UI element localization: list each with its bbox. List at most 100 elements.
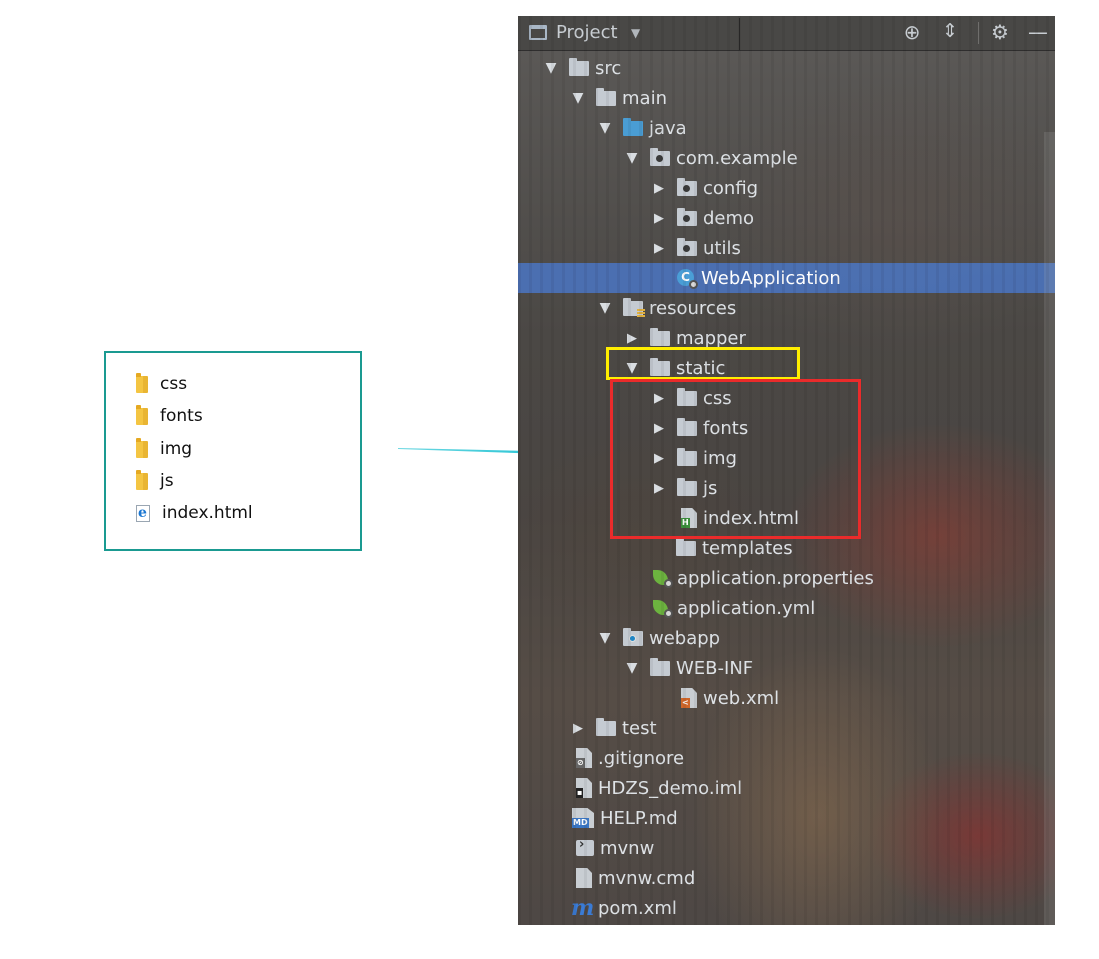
tree-node-web-xml[interactable]: < web.xml — [518, 683, 1055, 713]
folder-icon — [569, 57, 589, 76]
package-icon — [677, 177, 697, 196]
tree-node-templates[interactable]: templates — [518, 533, 1055, 563]
folder-icon — [136, 404, 148, 425]
chevron-down-icon[interactable]: ▼ — [626, 150, 638, 166]
tree-node-static[interactable]: ▼ static — [518, 353, 1055, 383]
tree-node-java[interactable]: ▼ java — [518, 113, 1055, 143]
tree-node-fonts[interactable]: ▶ fonts — [518, 413, 1055, 443]
header-divider — [739, 18, 740, 50]
tree-node-mapper[interactable]: ▶ mapper — [518, 323, 1055, 353]
chevron-right-icon[interactable]: ▶ — [627, 330, 637, 346]
chevron-right-icon[interactable]: ▶ — [573, 720, 583, 736]
target-icon[interactable]: ⊕ — [903, 20, 921, 44]
explorer-item-img[interactable]: img — [136, 437, 192, 461]
tree-node-index-html[interactable]: H index.html — [518, 503, 1055, 533]
project-panel-header: Project ▼ ⊕ ⇕ ⚙ — — [518, 16, 1055, 51]
project-window-icon — [529, 25, 547, 40]
tree-node-label: utils — [703, 237, 741, 259]
tree-node-hdzs-demo-iml[interactable]: ▪ HDZS_demo.iml — [518, 773, 1055, 803]
chevron-right-icon[interactable]: ▶ — [654, 480, 664, 496]
tree-node-label: config — [703, 177, 759, 199]
gitignore-file-icon: ⊘ — [576, 748, 592, 768]
collapse-icon[interactable]: ⇕ — [942, 20, 958, 42]
tree-node-label: .gitignore — [598, 747, 685, 769]
tree-node-webapplication[interactable]: C WebApplication — [518, 263, 1055, 293]
explorer-item-fonts[interactable]: fonts — [136, 404, 203, 428]
tree-node-application-yml[interactable]: application.yml — [518, 593, 1055, 623]
tree-node-label: web.xml — [703, 687, 780, 709]
maven-icon: m — [571, 895, 595, 921]
chevron-down-icon[interactable]: ▼ — [599, 630, 611, 646]
chevron-down-icon[interactable]: ▼ — [631, 26, 641, 40]
tree-node-img[interactable]: ▶ img — [518, 443, 1055, 473]
chevron-right-icon[interactable]: ▶ — [654, 180, 664, 196]
tree-node-test[interactable]: ▶ test — [518, 713, 1055, 743]
static-contents-highlight — [610, 379, 861, 539]
iml-file-icon: ▪ — [576, 778, 592, 798]
chevron-right-icon[interactable]: ▶ — [654, 240, 664, 256]
tree-node-label: HELP.md — [600, 807, 678, 829]
xml-file-icon: < — [681, 688, 697, 708]
vertical-scrollbar[interactable] — [1044, 132, 1055, 925]
tree-node-label: WEB-INF — [676, 657, 754, 679]
tree-node-mvnw-cmd[interactable]: mvnw.cmd — [518, 863, 1055, 893]
chevron-right-icon[interactable]: ▶ — [654, 390, 664, 406]
tree-node-mvnw[interactable]: › mvnw — [518, 833, 1055, 863]
chevron-down-icon[interactable]: ▼ — [626, 360, 638, 376]
tree-node-label: webapp — [649, 627, 721, 649]
chevron-right-icon[interactable]: ▶ — [654, 450, 664, 466]
chevron-down-icon[interactable]: ▼ — [599, 300, 611, 316]
explorer-item-css[interactable]: css — [136, 372, 187, 396]
terminal-file-icon: › — [576, 837, 594, 856]
tree-node-src[interactable]: ▼ src — [518, 53, 1055, 83]
tree-node-demo[interactable]: ▶ demo — [518, 203, 1055, 233]
explorer-item-label: img — [160, 439, 193, 459]
tree-node-help-md[interactable]: MD HELP.md — [518, 803, 1055, 833]
tree-node-label: java — [649, 117, 687, 139]
chevron-right-icon[interactable]: ▶ — [654, 420, 664, 436]
resources-folder-icon — [623, 297, 645, 318]
explorer-item-label: index.html — [162, 503, 253, 523]
tree-node-gitignore[interactable]: ⊘ .gitignore — [518, 743, 1055, 773]
explorer-item-js[interactable]: js — [136, 469, 174, 493]
explorer-file-list: css fonts img js e index.html — [104, 351, 362, 551]
tree-node-js[interactable]: ▶ js — [518, 473, 1055, 503]
tree-node-label: application.yml — [677, 597, 816, 619]
tree-node-main[interactable]: ▼ main — [518, 83, 1055, 113]
chevron-down-icon[interactable]: ▼ — [545, 60, 557, 76]
gear-icon[interactable]: ⚙ — [991, 20, 1009, 44]
chevron-down-icon[interactable]: ▼ — [626, 660, 638, 676]
minimize-icon[interactable]: — — [1028, 20, 1048, 44]
tree-node-label: js — [703, 477, 718, 499]
tree-node-label: src — [595, 57, 622, 79]
explorer-item-label: js — [160, 471, 174, 491]
chevron-right-icon[interactable]: ▶ — [654, 210, 664, 226]
tree-node-label: com.example — [676, 147, 798, 169]
folder-icon — [676, 537, 696, 556]
tree-node-config[interactable]: ▶ config — [518, 173, 1055, 203]
tree-node-utils[interactable]: ▶ utils — [518, 233, 1055, 263]
explorer-item-index-html[interactable]: e index.html — [136, 501, 253, 525]
chevron-down-icon[interactable]: ▼ — [572, 90, 584, 106]
folder-icon — [136, 469, 148, 490]
tree-node-pom-xml[interactable]: m pom.xml — [518, 893, 1055, 923]
spring-boot-class-icon: C — [677, 268, 698, 289]
tree-node-css[interactable]: ▶ css — [518, 383, 1055, 413]
tree-node-label: WebApplication — [701, 267, 841, 289]
project-view-title[interactable]: Project — [556, 22, 618, 43]
folder-icon — [650, 357, 670, 376]
project-tool-window: Project ▼ ⊕ ⇕ ⚙ — ▼ src ▼ main ▼ java ▼ — [518, 16, 1055, 925]
tree-node-label: mvnw — [600, 837, 655, 859]
explorer-item-label: fonts — [160, 406, 203, 426]
tree-node-com-example[interactable]: ▼ com.example — [518, 143, 1055, 173]
tree-node-application-properties[interactable]: application.properties — [518, 563, 1055, 593]
text-file-icon — [576, 868, 592, 888]
tree-node-web-inf[interactable]: ▼ WEB-INF — [518, 653, 1055, 683]
tree-node-resources[interactable]: ▼ resources — [518, 293, 1055, 323]
web-folder-icon — [623, 627, 643, 646]
tree-node-webapp[interactable]: ▼ webapp — [518, 623, 1055, 653]
folder-icon — [677, 447, 697, 466]
chevron-down-icon[interactable]: ▼ — [599, 120, 611, 136]
folder-icon — [596, 87, 616, 106]
folder-icon — [677, 417, 697, 436]
